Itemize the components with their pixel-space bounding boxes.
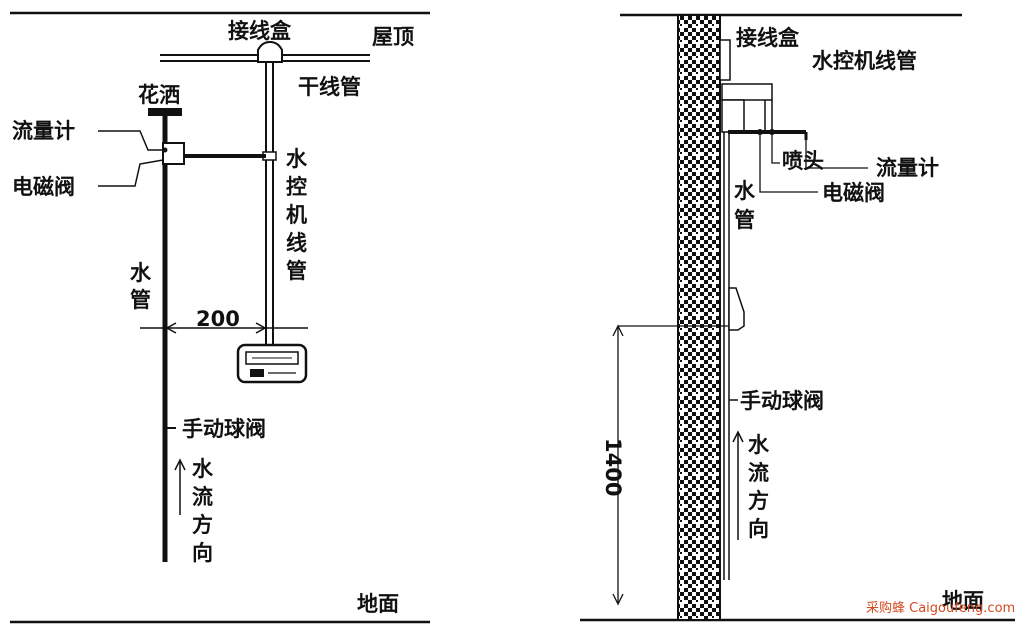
controller-conduit-right <box>721 83 773 133</box>
flow-meter-leader-right <box>805 140 868 169</box>
wall <box>677 14 721 621</box>
flow-direction-arrow-left <box>174 458 186 515</box>
controller-conduit-label-right: 水控机线管 <box>812 49 917 73</box>
solenoid-valve-symbol <box>162 142 266 165</box>
water-pipe-label-char-right: 水 <box>734 179 756 203</box>
shower-head <box>148 108 182 116</box>
height-dimension-label: 1400 <box>601 438 625 496</box>
flow-direction-label-char-right: 方 <box>748 489 769 513</box>
floor-label-right: 地面 <box>942 589 984 613</box>
water-pipe-label-char: 水 <box>130 261 152 285</box>
flow-meter-label-left: 流量计 <box>12 119 75 143</box>
water-pipe-label-char-right: 管 <box>734 208 755 232</box>
manual-ball-valve-label-left: 手动球阀 <box>182 417 266 441</box>
roof-label: 屋顶 <box>372 25 414 49</box>
water-pipe-right <box>723 132 730 580</box>
junction-box-symbol-right <box>719 39 731 81</box>
controller-conduit-label-char: 线 <box>286 231 307 255</box>
flow-direction-arrow-right <box>732 430 744 540</box>
trunk-conduit-label: 干线管 <box>298 75 361 99</box>
watermark: 采购蜂 Caigoufeng.com <box>866 600 1015 616</box>
controller-conduit-label-char: 机 <box>286 203 307 227</box>
solenoid-valve-label-right: 电磁阀 <box>822 181 885 205</box>
right-side-view: 接线盒 水控机线管 喷头 流量计 电磁阀 水 管 1400 手动球阀 水 流 方… <box>580 13 1015 622</box>
left-front-view: 屋顶 接线盒 干线管 花洒 流量计 电磁阀 水 控 机 线 管 水 管 200 … <box>10 11 430 624</box>
nozzle-pipe <box>728 129 808 140</box>
solenoid-valve-leader-right <box>759 132 818 193</box>
controller-conduit-label-char: 管 <box>286 259 307 283</box>
flow-direction-label-char-right: 向 <box>748 517 769 541</box>
controller-conduit-label-char: 控 <box>286 175 307 199</box>
flow-meter-leader <box>98 130 165 151</box>
controller-conduit <box>262 62 277 345</box>
water-control-machine <box>236 343 308 384</box>
controller-conduit-label-char: 水 <box>286 147 308 171</box>
flow-direction-label-char-right: 流 <box>748 461 769 485</box>
nozzle-leader <box>771 132 780 164</box>
junction-box-label-right: 接线盒 <box>736 26 800 50</box>
flow-direction-label-char: 流 <box>192 485 213 509</box>
flow-direction-label-char: 向 <box>192 541 213 565</box>
shower-label: 花洒 <box>138 83 180 107</box>
flow-meter-label-right: 流量计 <box>876 156 939 180</box>
flow-direction-label-char: 水 <box>192 457 214 481</box>
water-pipe-label-char: 管 <box>130 288 151 312</box>
spacing-dimension-label: 200 <box>196 307 240 331</box>
flow-direction-label-char-right: 水 <box>748 433 770 457</box>
height-dimension <box>612 324 729 606</box>
spacing-dimension <box>140 322 308 334</box>
flow-direction-label-char: 方 <box>192 513 213 537</box>
solenoid-valve-label-left: 电磁阀 <box>12 175 75 199</box>
floor-label-left: 地面 <box>357 592 399 616</box>
nozzle-label: 喷头 <box>782 149 824 173</box>
water-control-machine-side <box>728 287 745 331</box>
manual-ball-valve-label-right: 手动球阀 <box>740 389 824 413</box>
solenoid-valve-leader <box>98 159 164 187</box>
junction-box-symbol <box>257 40 283 63</box>
junction-box-label-left: 接线盒 <box>228 19 292 43</box>
